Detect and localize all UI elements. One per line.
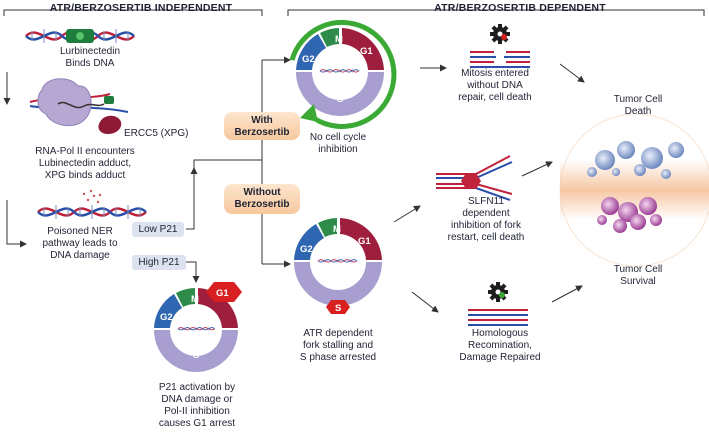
svg-text:G2: G2 bbox=[302, 54, 315, 65]
svg-text:G1: G1 bbox=[358, 236, 371, 247]
rnapol-label: RNA-Pol II encounters Lubinectedin adduc… bbox=[35, 146, 135, 181]
tumor-survival-label: Tumor Cell Survival bbox=[613, 264, 663, 287]
cell-cycle-arrest: M G1 G2 S bbox=[154, 282, 242, 372]
svg-text:G2: G2 bbox=[160, 312, 173, 323]
header-bracket-right bbox=[287, 9, 705, 16]
slfn11-caption: SLFN11 dependent inhibition of fork rest… bbox=[447, 196, 525, 243]
cycle-bottom-caption: ATR dependent fork stalling and S phase … bbox=[299, 328, 377, 363]
high-p21-pill: High P21 bbox=[132, 255, 186, 270]
header-bracket-left bbox=[3, 9, 263, 16]
lurbinectedin-label: Lurbinectedin Binds DNA bbox=[59, 46, 121, 69]
surviving-cells bbox=[597, 197, 662, 233]
svg-text:S: S bbox=[337, 94, 343, 105]
tumor-cells-icon bbox=[559, 113, 709, 267]
arrow-to-death-2 bbox=[521, 161, 553, 177]
ner-label: Poisoned NER pathway leads to DNA damage bbox=[42, 226, 118, 261]
svg-text:S: S bbox=[193, 350, 199, 361]
arrow-to-survival bbox=[551, 285, 583, 303]
cell-cycle-bottom: M G1 G2 S bbox=[294, 218, 382, 314]
svg-text:G2: G2 bbox=[300, 244, 313, 255]
broken-dna-icon bbox=[470, 24, 530, 68]
arrow-to-death-1 bbox=[559, 63, 585, 83]
cycle-top-caption: No cell cycle inhibition bbox=[309, 132, 367, 155]
arrow-left-2 bbox=[6, 200, 27, 248]
replication-fork-icon bbox=[436, 155, 513, 201]
cell-cycle-top: M G1 G2 S bbox=[289, 19, 397, 129]
lurbinectedin-dna-icon bbox=[24, 27, 136, 45]
svg-text:M: M bbox=[191, 294, 199, 305]
mitosis-caption: Mitosis entered without DNA repair, cell… bbox=[458, 68, 532, 103]
hr-caption: Homologous Recomination, Damage Repaired bbox=[459, 328, 541, 363]
with-berzosertib-label: With Berzosertib bbox=[224, 112, 300, 140]
ercc5-label: ERCC5 (XPG) bbox=[124, 128, 189, 139]
arrow-low-p21 bbox=[186, 159, 262, 230]
svg-text:M: M bbox=[335, 34, 343, 45]
svg-text:M: M bbox=[333, 224, 341, 235]
arrow-high-p21 bbox=[186, 261, 200, 283]
p21-arrest-caption: P21 activation by DNA damage or Pol-II i… bbox=[158, 382, 236, 429]
dead-cells bbox=[587, 141, 684, 179]
low-p21-pill: Low P21 bbox=[132, 222, 184, 237]
without-berzosertib-label: Without Berzosertib bbox=[224, 184, 300, 214]
repaired-dna-icon bbox=[468, 282, 528, 326]
arrow-to-hr bbox=[411, 291, 439, 313]
rna-pol-ii-icon bbox=[29, 78, 129, 134]
tumor-death-label: Tumor Cell Death bbox=[613, 94, 663, 117]
svg-text:G1: G1 bbox=[216, 288, 229, 299]
svg-text:G1: G1 bbox=[360, 46, 373, 57]
ner-dna-icon bbox=[36, 189, 148, 221]
arrow-to-slfn11 bbox=[393, 205, 421, 223]
header-independent: ATR/BERZOSERTIB INDEPENDENT bbox=[49, 2, 233, 14]
svg-text:S: S bbox=[335, 303, 341, 314]
header-dependent: ATR/BERZOSERTIB DEPENDENT bbox=[434, 2, 606, 14]
